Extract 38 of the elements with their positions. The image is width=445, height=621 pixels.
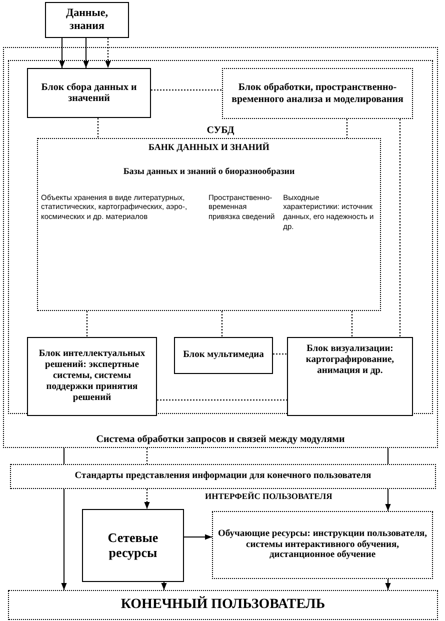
process-box	[8, 590, 438, 620]
box-subtitle: Базы данных и знаний о биоразнообразии	[123, 166, 295, 177]
box-title: Блок визуализации: картографирование, анимация и др.	[304, 344, 396, 377]
connector-line	[146, 448, 148, 464]
process-box	[45, 2, 129, 38]
process-box	[287, 337, 413, 416]
box-title: Блок интеллектуальных решений: экспертные системы, системы поддержки принятия решений	[38, 349, 146, 404]
arrow	[161, 582, 167, 590]
arrow	[83, 38, 89, 68]
process-box	[82, 509, 184, 582]
box-title: КОНЕЧНЫЙ ПОЛЬЗОВАТЕЛЬ	[120, 596, 326, 614]
box-title: Стандарты представления информации для конечного пользователя	[74, 471, 372, 482]
box-title: Блок обработки, пространственно-временного анализа и моделирования	[230, 82, 404, 105]
box-title: Обучающие ресурсы: инструкции пользователя, системы интерактивного обучения, дистанционное обучение	[216, 528, 428, 562]
box-title: Блок сбора данных и значений	[40, 82, 138, 104]
arrow	[105, 38, 111, 68]
box-title: Данные, знания	[65, 7, 109, 33]
arrow	[61, 488, 67, 590]
process-box	[174, 337, 273, 374]
process-box	[212, 511, 433, 579]
box-title: БАНК ДАННЫХ И ЗНАНИЙ	[148, 142, 270, 152]
box-title: Блок мультимедиа	[183, 350, 264, 361]
arrow	[385, 578, 391, 590]
arrow	[385, 488, 391, 512]
connector-line	[86, 310, 88, 338]
process-box	[222, 68, 413, 119]
process-box	[10, 464, 436, 489]
box-title: СУБД	[206, 125, 234, 136]
process-box	[27, 68, 151, 118]
database-panel	[37, 138, 381, 311]
section-label: ИНТЕРФЕЙС ПОЛЬЗОВАТЕЛЯ	[205, 491, 332, 501]
connector-line	[346, 118, 348, 138]
process-box	[27, 337, 157, 416]
box-title: Система обработки запросов и связей между модулями	[96, 434, 345, 445]
arrow	[144, 488, 150, 510]
arrow	[59, 38, 65, 68]
arrow	[184, 534, 212, 540]
box-title: Сетевые ресурсы	[106, 530, 160, 560]
